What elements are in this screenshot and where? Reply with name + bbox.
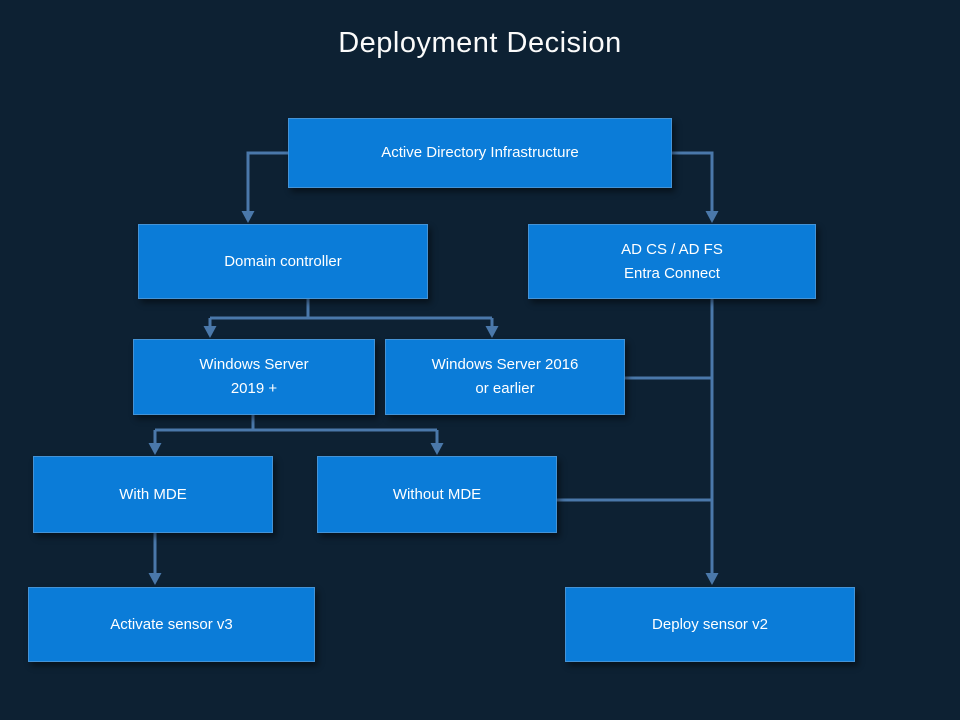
node-without-mde: Without MDE xyxy=(317,456,557,533)
arrow-down-icon xyxy=(148,573,162,585)
node-label: Activate sensor v3 xyxy=(110,615,233,633)
node-activate-sensor-v3: Activate sensor v3 xyxy=(28,587,315,662)
node-deploy-sensor-v2: Deploy sensor v2 xyxy=(565,587,855,662)
node-label: With MDE xyxy=(119,485,187,503)
connector-dc-split xyxy=(208,299,494,326)
node-label: Active Directory Infrastructure xyxy=(381,144,579,161)
node-label-line1: Windows Server xyxy=(199,356,309,373)
node-windows-server-2016-or-earlier: Windows Server 2016 or earlier xyxy=(385,339,625,415)
node-windows-server-2019-plus: Windows Server 2019 + xyxy=(133,339,375,415)
node-label-line2: 2019 + xyxy=(230,380,278,397)
node-with-mde: With MDE xyxy=(33,456,273,533)
node-label: Deploy sensor v2 xyxy=(652,615,768,633)
connector-ws2019-split xyxy=(153,415,439,443)
node-label-line1: Windows Server 2016 xyxy=(431,356,579,373)
node-adcs-adfs-entra-connect: AD CS / AD FS Entra Connect xyxy=(528,224,816,299)
node-active-directory-infrastructure: Active Directory Infrastructure xyxy=(288,118,672,188)
arrow-down-icon xyxy=(430,443,444,455)
arrow-down-icon xyxy=(148,443,162,455)
node-label-line1: AD CS / AD FS xyxy=(621,240,723,258)
node-label-line2: Entra Connect xyxy=(624,264,720,282)
arrow-down-icon xyxy=(485,326,499,338)
connector-adi-to-adcs xyxy=(672,151,714,211)
arrow-down-icon xyxy=(705,211,719,223)
page-title: Deployment Decision xyxy=(338,27,622,59)
node-label: Domain controller xyxy=(224,252,342,270)
arrow-down-icon xyxy=(203,326,217,338)
arrow-down-icon xyxy=(705,573,719,585)
connector-adi-to-dc xyxy=(246,151,288,211)
arrow-down-icon xyxy=(241,211,255,223)
node-label-line2: or earlier xyxy=(475,380,535,397)
node-label: Without MDE xyxy=(392,485,482,503)
node-domain-controller: Domain controller xyxy=(138,224,428,299)
